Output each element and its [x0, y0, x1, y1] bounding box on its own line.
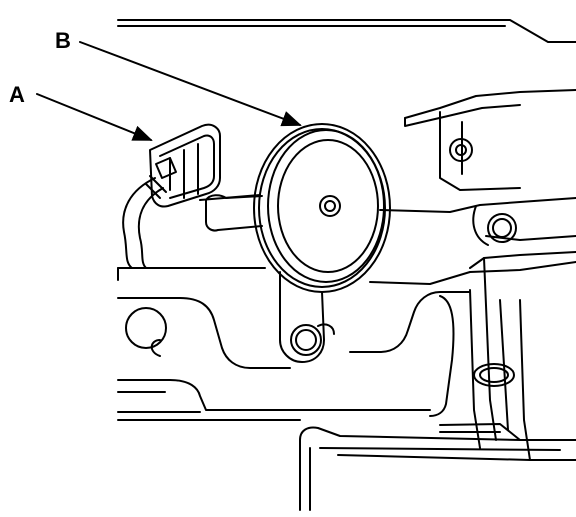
callout-label-a: A — [9, 82, 25, 107]
body-panel — [117, 19, 576, 511]
leader-a — [36, 93, 153, 141]
leader-b — [79, 41, 302, 127]
horn — [205, 123, 391, 363]
horn-connector — [149, 123, 221, 208]
wiring-harness — [122, 175, 167, 269]
callout-label-b: B — [55, 28, 71, 53]
leader-lines — [36, 41, 302, 141]
mounting-bolt — [290, 323, 335, 356]
